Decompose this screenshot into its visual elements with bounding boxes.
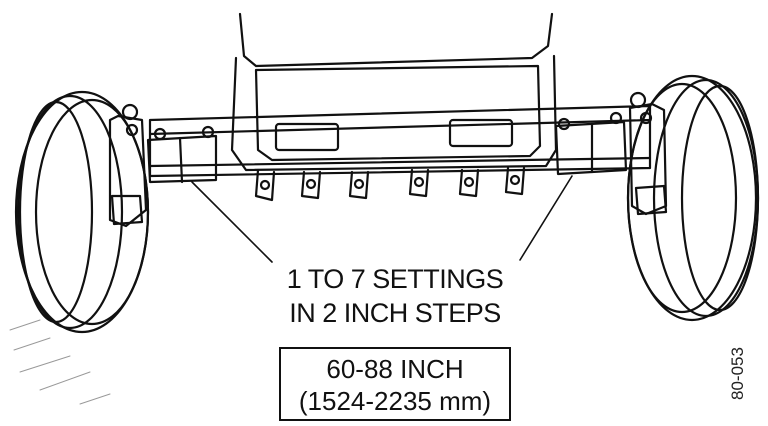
ground-shading: [9, 319, 111, 405]
leader-lines: [191, 175, 573, 263]
track-width-range-box: 60-88 INCH (1524-2235 mm): [279, 347, 511, 421]
callout-line-1: 1 TO 7 SETTINGS: [286, 264, 504, 294]
callout-line-2: IN 2 INCH STEPS: [289, 298, 501, 328]
range-inch: 60-88 INCH: [326, 354, 464, 384]
settings-callout: 1 TO 7 SETTINGS IN 2 INCH STEPS: [250, 262, 540, 330]
left-wheel: [14, 90, 150, 334]
vehicle-body: [230, 12, 558, 172]
right-adjustment-sleeve: [554, 111, 628, 176]
right-leader-line: [519, 175, 573, 261]
right-wheel: [626, 74, 760, 322]
axle-beam: [148, 104, 652, 178]
range-metric: (1524-2235 mm): [298, 386, 492, 416]
left-adjustment-sleeve: [146, 125, 218, 184]
figure-id: 80-053: [728, 347, 747, 400]
adjustment-hole-tabs: [254, 166, 526, 202]
left-leader-line: [191, 181, 273, 263]
